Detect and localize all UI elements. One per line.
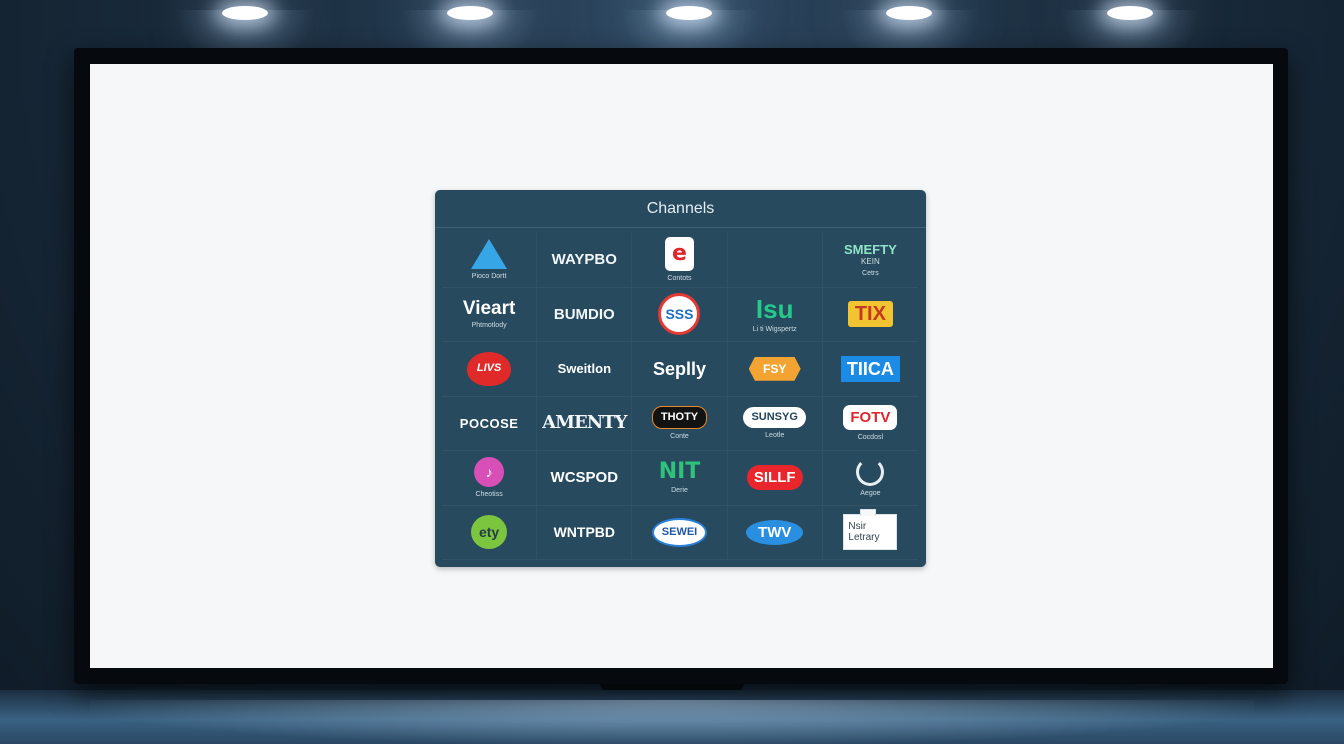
- channel-tile[interactable]: Vieart Phtmotlody: [442, 287, 538, 342]
- channel-subtitle: Li ti Wigspertz: [752, 325, 797, 333]
- channel-tile[interactable]: SILLF: [727, 451, 823, 506]
- channel-tile[interactable]: AMENTY: [537, 396, 633, 451]
- channel-logo: FOTV: [843, 405, 898, 431]
- floor-reflection: [90, 700, 1254, 744]
- triangle-a-logo-icon: [471, 239, 508, 270]
- channel-tile[interactable]: SSS: [632, 287, 728, 342]
- channel-tile[interactable]: Nsir Letrary: [822, 506, 918, 560]
- channel-logo: WCSPOD: [550, 469, 619, 487]
- channel-logo: TIICA: [840, 355, 900, 382]
- channel-logo: WNTPBD: [553, 524, 615, 541]
- channel-tile[interactable]: WNTPBD: [537, 505, 633, 560]
- channel-logo: Sweitlon: [557, 361, 612, 377]
- channel-tile[interactable]: WAYPBO: [537, 233, 633, 288]
- channel-logo: SSS: [658, 293, 701, 336]
- channel-logo: SILLF: [746, 465, 803, 491]
- channel-tile[interactable]: LIVS: [442, 342, 538, 397]
- channel-logo: BUMDIO: [553, 305, 615, 323]
- ceiling-spotlight: [886, 6, 932, 20]
- e-logo-icon: e: [665, 237, 694, 272]
- channel-subtitle: Aegoe: [860, 490, 881, 498]
- channel-subtitle: Cocdosl: [857, 434, 884, 442]
- channel-tile[interactable]: POCOSE: [442, 396, 538, 451]
- channel-logo: SMEFTY: [844, 241, 897, 257]
- channel-logo: NIT: [658, 459, 701, 485]
- channel-subtitle: Conte: [670, 433, 689, 441]
- channel-subtitle: Contots: [667, 275, 692, 283]
- ceiling-spotlight: [222, 6, 268, 20]
- ring-logo-icon: [856, 458, 885, 487]
- channel-tile[interactable]: e Contots: [632, 233, 728, 288]
- channel-logo-extra: Letrary: [848, 532, 880, 544]
- channel-logo: Nsir: [848, 520, 867, 532]
- channel-tile[interactable]: SEWEI: [632, 505, 728, 560]
- tv-stand: [600, 684, 744, 690]
- channel-logo: THOTY: [651, 406, 708, 430]
- channel-tile[interactable]: TIX: [822, 288, 918, 342]
- channel-subtitle: Leotle: [765, 432, 785, 440]
- channel-tile[interactable]: TWV: [727, 505, 823, 560]
- channel-logo: WAYPBO: [551, 251, 617, 269]
- channel-logo: Vieart: [462, 298, 516, 320]
- channel-tile[interactable]: BUMDIO: [537, 287, 633, 342]
- channel-subtitle: Cheotiss: [475, 491, 503, 499]
- channel-tile[interactable]: SUNSYG Leotle: [727, 396, 823, 451]
- channel-logo: ety: [471, 515, 508, 550]
- channel-tile[interactable]: WCSPOD: [537, 451, 633, 506]
- channel-subtitle: Cetrs: [862, 269, 879, 277]
- channel-tile[interactable]: FSY: [727, 342, 823, 397]
- channel-tile[interactable]: TIICA: [822, 342, 918, 397]
- channel-tile[interactable]: ety: [442, 505, 538, 560]
- channel-logo: FSY: [748, 356, 801, 381]
- bag-logo-icon: Nsir Letrary: [843, 509, 898, 551]
- channel-logo: Seplly: [652, 358, 706, 379]
- channel-logo: POCOSE: [459, 415, 519, 431]
- pink-circle-logo-icon: ♪: [474, 457, 505, 488]
- channel-grid: Pioco Dortt WAYPBO e Contots SMEFTY KEIN…: [442, 233, 918, 560]
- panel-header: Channels: [435, 190, 926, 228]
- ceiling-spotlight: [447, 6, 493, 20]
- channel-tile[interactable]: FOTV Cocdosl: [822, 397, 918, 451]
- channel-logo: TWV: [746, 519, 804, 545]
- channel-tile[interactable]: ♪ Cheotiss: [442, 451, 538, 506]
- channel-subtitle: Pioco Dortt: [471, 273, 507, 281]
- ceiling-spotlight: [1107, 6, 1153, 20]
- heart-logo-icon: LIVS: [467, 351, 512, 386]
- tv-screen: LISTV M3U Channels Pioco Dortt WAYPBO e …: [90, 64, 1273, 668]
- channel-subtitle: Derie: [671, 487, 688, 495]
- channel-tile[interactable]: Aegoe: [822, 451, 918, 506]
- channel-logo: AMENTY: [542, 412, 627, 434]
- channel-tile[interactable]: Seplly: [632, 342, 728, 397]
- channel-logo: SUNSYG: [743, 407, 806, 429]
- channel-logo: SEWEI: [651, 517, 708, 547]
- channel-logo-extra: KEIN: [861, 256, 880, 266]
- channel-tile[interactable]: Sweitlon: [537, 342, 633, 397]
- channel-logo: e: [672, 241, 687, 267]
- channel-logo: TIX: [847, 301, 893, 328]
- channel-tile[interactable]: Isu Li ti Wigspertz: [727, 287, 823, 342]
- channel-logo: Isu: [755, 293, 794, 324]
- channels-panel: Channels Pioco Dortt WAYPBO e Contots SM…: [435, 190, 926, 567]
- channel-subtitle: Phtmotlody: [471, 322, 507, 330]
- channel-tile[interactable]: Pioco Dortt: [442, 233, 538, 288]
- channel-tile[interactable]: SMEFTY KEIN Cetrs: [822, 233, 918, 288]
- channel-tile[interactable]: THOTY Conte: [632, 396, 728, 451]
- ceiling-spotlight: [666, 6, 712, 20]
- channel-tile-empty[interactable]: [727, 233, 823, 288]
- channel-tile[interactable]: NIT Derie: [632, 451, 728, 506]
